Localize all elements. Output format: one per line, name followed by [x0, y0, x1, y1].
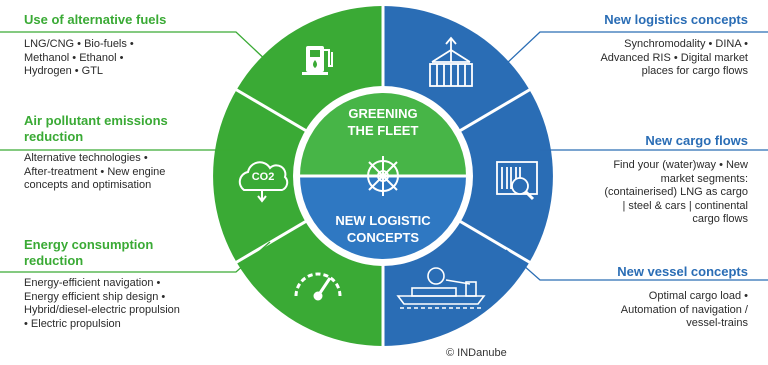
barge-icon — [396, 267, 486, 309]
vessel-text: Optimal cargo load • Automation of navig… — [620, 290, 748, 329]
center-top-line-2: THE FLEET — [347, 123, 419, 138]
emissions-text: Alternative technologies • After-treatme… — [24, 152, 166, 191]
vessel-title: New vessel concepts — [617, 264, 748, 279]
copyright-text: © INDanube — [446, 347, 507, 359]
cargo-title: New cargo flows — [645, 133, 748, 148]
alternative-fuels-block: Use of alternative fuels LNG/CNG • Bio-f… — [24, 12, 244, 79]
logistics-block: New logistics concepts Synchromodality •… — [528, 12, 748, 79]
energy-text: Energy-efficient navigation • Energy eff… — [24, 277, 180, 330]
alternative-fuels-text: LNG/CNG • Bio-fuels • Methanol • Ethanol… — [24, 38, 134, 77]
co2-cloud-icon — [238, 161, 289, 203]
fuel-pump-icon — [302, 46, 333, 75]
cargo-text: Find your (water)way • New market segmen… — [604, 159, 748, 225]
emissions-title: Air pollutant emissions reduction — [24, 113, 168, 144]
emissions-block: Air pollutant emissions reduction Altern… — [24, 113, 244, 193]
barcode-magnifier-icon — [496, 161, 538, 201]
center-bottom-label: NEW LOGISTIC CONCEPTS — [318, 212, 448, 246]
crane-container-icon — [429, 36, 473, 87]
inner-green-half — [300, 93, 466, 176]
vessel-block: New vessel concepts Optimal cargo load •… — [528, 264, 748, 331]
logistics-text: Synchromodality • DINA • Advanced RIS • … — [600, 38, 748, 77]
alternative-fuels-title: Use of alternative fuels — [24, 12, 167, 27]
center-bottom-line-1: NEW LOGISTIC — [335, 213, 431, 228]
ship-wheel-icon — [363, 156, 403, 196]
center-bottom-line-2: CONCEPTS — [346, 230, 420, 245]
center-top-label: GREENING THE FLEET — [318, 105, 448, 139]
cargo-block: New cargo flows Find your (water)way • N… — [528, 133, 748, 227]
energy-title: Energy consumption reduction — [24, 237, 154, 268]
co2-label: CO2 — [251, 171, 275, 183]
center-top-line-1: GREENING — [348, 106, 418, 121]
gauge-icon — [294, 272, 342, 301]
logistics-title: New logistics concepts — [604, 12, 748, 27]
energy-block: Energy consumption reduction Energy-effi… — [24, 237, 244, 331]
inner-blue-half — [300, 176, 466, 259]
